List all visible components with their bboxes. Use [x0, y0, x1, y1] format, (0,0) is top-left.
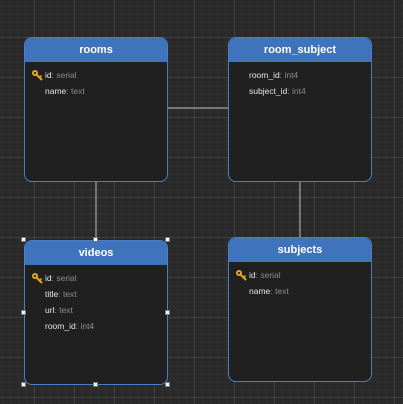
table-subjects[interactable]: subjects id: serial name: text [228, 237, 372, 382]
primary-key-icon [32, 273, 43, 284]
field-name: room_id [45, 321, 76, 331]
resize-handle-top[interactable] [93, 237, 98, 242]
field-sep: : [66, 86, 71, 96]
field-sep: : [58, 289, 63, 299]
field-type: text [59, 305, 73, 315]
table-rooms[interactable]: rooms id: serial name: text [24, 37, 168, 182]
table-room-subject[interactable]: room_subject room_id: int4 subject_id: i… [228, 37, 372, 182]
field-name: url [45, 305, 55, 315]
table-title: videos [25, 241, 167, 265]
field-type: text [62, 289, 77, 299]
resize-handle-bottom-right[interactable] [165, 382, 170, 387]
field-row[interactable]: name: text [25, 83, 167, 99]
table-title: room_subject [229, 38, 371, 62]
field-name: id [249, 270, 256, 280]
table-videos[interactable]: videos id: serial title: text url: text … [24, 240, 168, 385]
field-list: id: serial name: text [229, 262, 371, 299]
field-type: serial [56, 70, 77, 80]
field-sep: : [270, 286, 275, 296]
field-row[interactable]: name: text [229, 283, 371, 299]
primary-key-icon [236, 270, 247, 281]
field-sep: : [255, 270, 261, 280]
field-row[interactable]: subject_id: int4 [229, 83, 371, 99]
resize-handle-top-left[interactable] [21, 237, 26, 242]
resize-handle-left[interactable] [21, 310, 26, 315]
field-row[interactable]: id: serial [229, 267, 371, 283]
field-type: text [275, 286, 289, 296]
field-name: name [249, 286, 271, 296]
primary-key-icon [32, 70, 43, 81]
field-row[interactable]: room_id: int4 [229, 67, 371, 83]
field-row[interactable]: title: text [25, 286, 167, 302]
field-type: int4 [80, 321, 95, 331]
resize-handle-bottom[interactable] [93, 382, 98, 387]
field-list: id: serial name: text [25, 62, 167, 99]
field-type: int4 [284, 70, 299, 80]
resize-handle-top-right[interactable] [165, 237, 170, 242]
field-name: id [45, 70, 52, 80]
field-type: serial [56, 273, 77, 283]
field-row[interactable]: room_id: int4 [25, 318, 167, 334]
table-title: rooms [25, 38, 167, 62]
field-type: serial [260, 270, 281, 280]
field-type: text [71, 86, 85, 96]
field-row[interactable]: id: serial [25, 270, 167, 286]
field-name: name [45, 86, 67, 96]
field-row[interactable]: id: serial [25, 67, 167, 83]
field-name: id [45, 273, 52, 283]
table-title: subjects [229, 238, 371, 262]
field-type: int4 [292, 86, 306, 96]
field-sep: : [287, 86, 293, 96]
resize-handle-right[interactable] [165, 310, 170, 315]
field-sep: : [54, 305, 60, 315]
field-name: room_id [249, 70, 280, 80]
field-name: subject_id [249, 86, 288, 96]
field-row[interactable]: url: text [25, 302, 167, 318]
field-sep: : [75, 321, 81, 331]
field-name: title [45, 289, 59, 299]
field-sep: : [279, 70, 285, 80]
field-list: room_id: int4 subject_id: int4 [229, 62, 371, 99]
field-sep: : [51, 273, 57, 283]
field-sep: : [51, 70, 57, 80]
field-list: id: serial title: text url: text room_id… [25, 265, 167, 334]
resize-handle-bottom-left[interactable] [21, 382, 26, 387]
